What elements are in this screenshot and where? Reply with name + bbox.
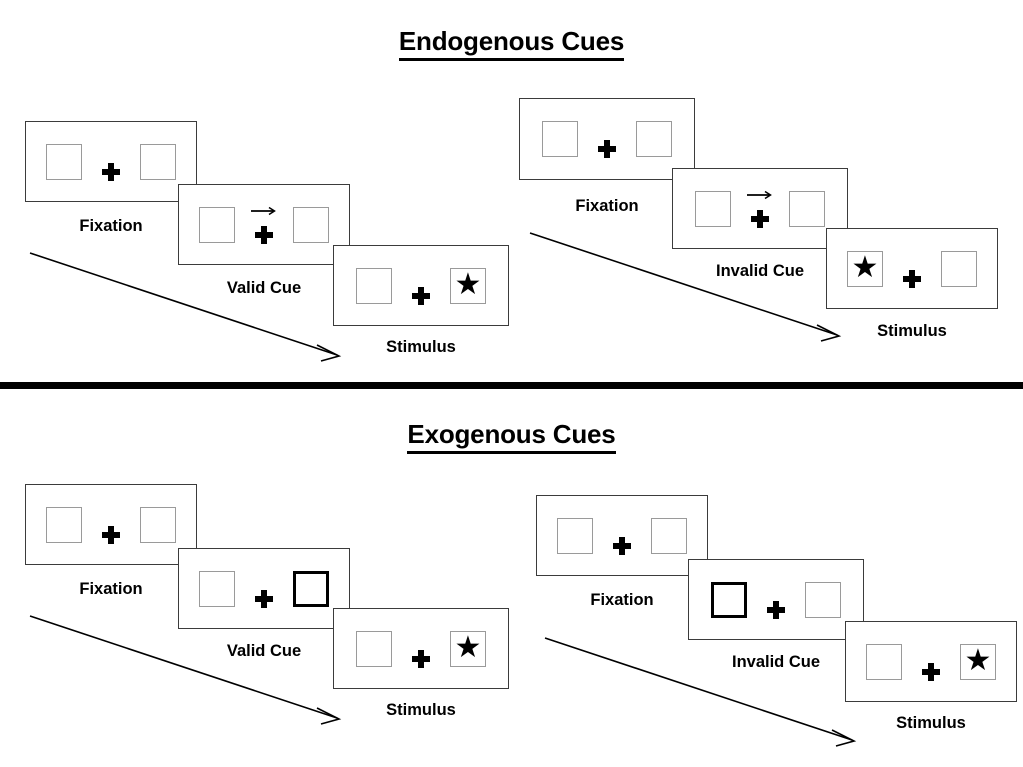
cue-arrow-right-icon (251, 206, 276, 215)
left-box-cued[interactable] (711, 581, 747, 618)
caption-exogenous-invalid-cue: Invalid Cue (731, 653, 821, 671)
right-box[interactable] (140, 143, 176, 180)
center-stack (406, 629, 436, 669)
panel-inner (46, 505, 176, 545)
panel-endogenous-invalid-fixation[interactable] (519, 98, 695, 180)
left-box[interactable] (866, 643, 902, 680)
section-title-exogenous: Exogenous Cues (0, 419, 1023, 454)
fixation-cross-icon (412, 286, 430, 305)
panel-inner: ★ (356, 266, 486, 306)
center-stack (607, 516, 637, 556)
left-box[interactable]: ★ (847, 250, 883, 287)
left-box[interactable] (695, 190, 731, 227)
panel-inner: ★ (356, 629, 486, 669)
center-stack (249, 205, 279, 245)
sequence-arrow-exogenous-invalid (544, 637, 857, 747)
center-stack (406, 266, 436, 306)
panel-exogenous-valid-cue[interactable] (178, 548, 350, 629)
center-stack (96, 142, 126, 182)
panel-endogenous-valid-cue[interactable] (178, 184, 350, 265)
panel-inner (542, 119, 672, 159)
caption-endogenous-invalid-fixation: Fixation (575, 197, 639, 215)
panel-endogenous-invalid-cue[interactable] (672, 168, 848, 249)
center-stack (761, 580, 791, 620)
panel-exogenous-invalid-cue[interactable] (688, 559, 864, 640)
panel-exogenous-invalid-fixation[interactable] (536, 495, 708, 576)
panel-exogenous-invalid-stimulus[interactable]: ★ (845, 621, 1017, 702)
right-box[interactable] (651, 517, 687, 554)
left-box[interactable] (46, 506, 82, 543)
star-icon: ★ (851, 250, 879, 284)
center-stack (897, 249, 927, 289)
section-title-endogenous-text: Endogenous Cues (398, 26, 624, 61)
caption-exogenous-invalid-stimulus: Stimulus (896, 714, 966, 732)
caption-exogenous-valid-stimulus: Stimulus (386, 701, 456, 719)
caption-exogenous-valid-fixation: Fixation (79, 580, 143, 598)
fixation-cross-icon (102, 525, 120, 544)
fixation-cross-icon (255, 225, 273, 244)
caption-endogenous-valid-cue: Valid Cue (226, 279, 302, 297)
right-box[interactable]: ★ (960, 643, 996, 680)
left-box[interactable] (199, 570, 235, 607)
fixation-cross-icon (613, 536, 631, 555)
panel-endogenous-valid-fixation[interactable] (25, 121, 197, 202)
right-box[interactable] (293, 206, 329, 243)
center-stack (745, 189, 775, 229)
caption-exogenous-invalid-fixation: Fixation (590, 591, 654, 609)
panel-inner (557, 516, 687, 556)
left-box[interactable] (356, 267, 392, 304)
right-box[interactable] (636, 121, 672, 157)
fixation-cross-icon (903, 269, 921, 288)
left-box[interactable] (557, 517, 593, 554)
right-box[interactable] (789, 190, 825, 227)
fixation-cross-icon (767, 600, 785, 619)
panel-inner (199, 569, 329, 609)
left-box[interactable] (46, 143, 82, 180)
panel-inner (695, 189, 825, 229)
right-box[interactable] (805, 581, 841, 618)
caption-endogenous-invalid-stimulus: Stimulus (877, 322, 947, 340)
panel-endogenous-invalid-stimulus[interactable]: ★ (826, 228, 998, 309)
left-box[interactable] (199, 206, 235, 243)
star-icon: ★ (454, 630, 482, 664)
caption-endogenous-valid-fixation: Fixation (79, 217, 143, 235)
fixation-cross-icon (102, 162, 120, 181)
center-stack (96, 505, 126, 545)
center-stack (249, 569, 279, 609)
left-box[interactable] (356, 630, 392, 667)
caption-endogenous-invalid-cue: Invalid Cue (715, 262, 805, 280)
star-icon: ★ (964, 643, 992, 677)
panel-exogenous-valid-stimulus[interactable]: ★ (333, 608, 509, 689)
section-divider (0, 382, 1023, 389)
caption-exogenous-valid-cue: Valid Cue (226, 642, 302, 660)
panel-inner: ★ (866, 642, 996, 682)
panel-exogenous-valid-fixation[interactable] (25, 484, 197, 565)
panel-inner (199, 205, 329, 245)
cue-arrow-right-icon (747, 190, 772, 199)
right-box[interactable]: ★ (450, 267, 486, 304)
right-box-cued[interactable] (293, 570, 329, 607)
right-box[interactable] (140, 506, 176, 543)
star-icon: ★ (454, 267, 482, 301)
panel-endogenous-valid-stimulus[interactable]: ★ (333, 245, 509, 326)
section-title-endogenous: Endogenous Cues (0, 26, 1023, 61)
right-box[interactable] (941, 250, 977, 287)
fixation-cross-icon (751, 209, 769, 228)
center-stack (916, 642, 946, 682)
fixation-cross-icon (598, 140, 616, 158)
fixation-cross-icon (255, 589, 273, 608)
panel-inner (46, 142, 176, 182)
left-box[interactable] (542, 121, 578, 157)
panel-inner (711, 580, 841, 620)
fixation-cross-icon (922, 662, 940, 681)
center-stack (592, 119, 622, 159)
panel-inner: ★ (847, 249, 977, 289)
right-box[interactable]: ★ (450, 630, 486, 667)
caption-endogenous-valid-stimulus: Stimulus (386, 338, 456, 356)
section-title-exogenous-text: Exogenous Cues (407, 419, 616, 454)
fixation-cross-icon (412, 649, 430, 668)
